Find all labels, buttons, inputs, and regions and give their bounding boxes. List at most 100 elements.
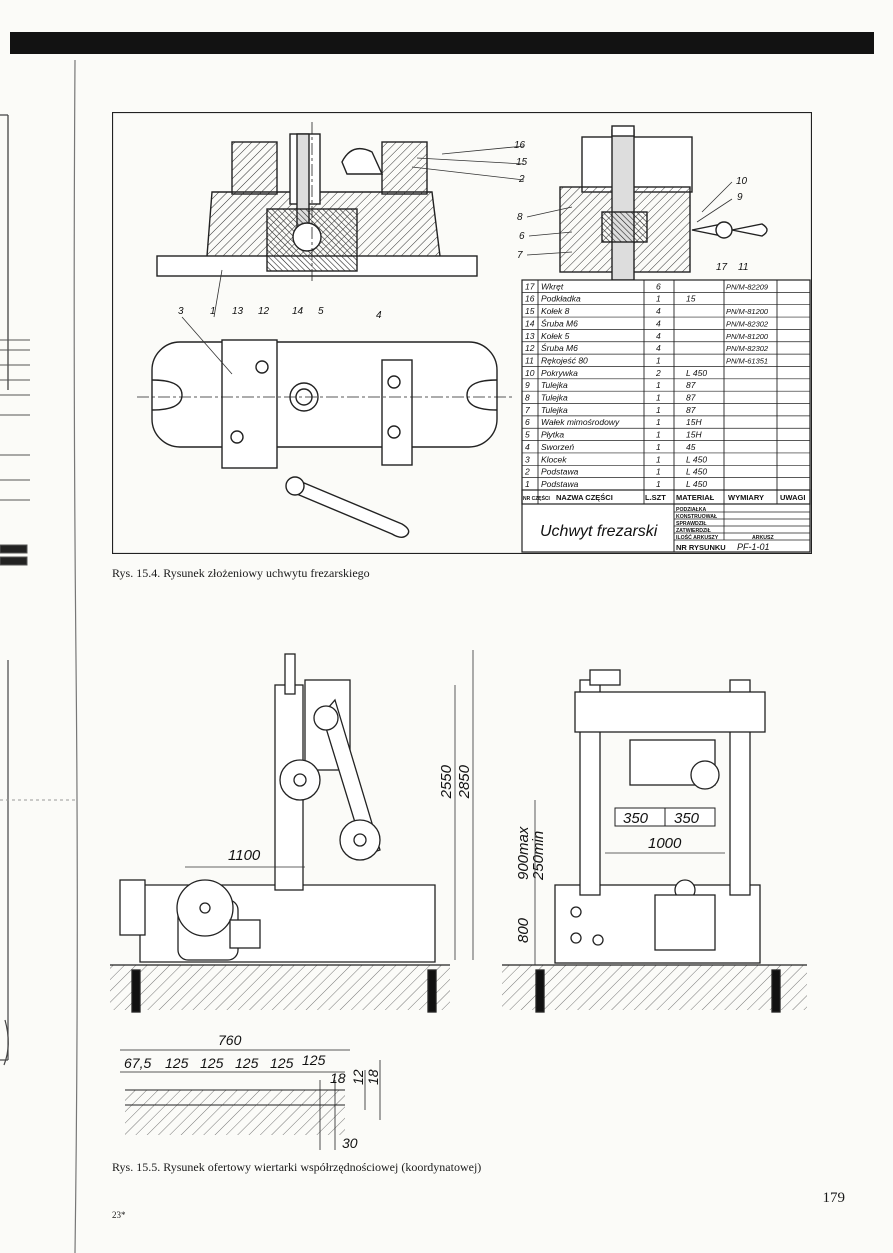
page-signature: 23* <box>112 1210 126 1220</box>
left-dims: 1100 2550 2850 <box>185 650 474 960</box>
cell-no: 14 <box>525 318 535 328</box>
dim-pitch: 125 <box>235 1055 259 1071</box>
tb-title: Uchwyt frezarski <box>540 523 658 540</box>
cell-name: Podstawa <box>541 479 579 489</box>
cell-no: 3 <box>525 454 530 464</box>
front-elevation <box>502 669 807 1013</box>
cell-qty: 1 <box>656 380 661 390</box>
cell-qty: 4 <box>656 343 661 353</box>
cell-name: Pokrywka <box>541 368 578 378</box>
callout: 16 <box>514 140 526 151</box>
cell-no: 9 <box>525 380 530 390</box>
cell-qty: 1 <box>656 355 661 365</box>
dim-pitch: 125 <box>200 1055 224 1071</box>
tb-drawing-no: PF-1-01 <box>737 542 770 552</box>
tb-field: SPRAWDZIŁ <box>676 521 707 527</box>
callout: 9 <box>737 192 743 203</box>
dim-hmin: 250min <box>530 831 547 881</box>
tb-field: ZATWIERDZIŁ <box>676 528 712 534</box>
page-number: 179 <box>822 1190 846 1206</box>
header-dims: WYMIARY <box>728 493 764 502</box>
callout: 15 <box>516 157 528 168</box>
cell-no: 5 <box>525 430 530 440</box>
cell-name: Płytka <box>541 430 564 440</box>
page-top-bar <box>10 32 874 54</box>
cell-dims: PN/M-82209 <box>726 282 769 291</box>
cell-no: 8 <box>525 393 530 403</box>
dim-d2: 350 <box>674 810 700 827</box>
dim-depth1: 12 <box>350 1069 366 1085</box>
dim-height2: 2850 <box>456 764 473 799</box>
table-row: 17 Wkręt 6 PN/M-82209 <box>522 281 810 293</box>
dim-width-right: 1000 <box>648 835 682 852</box>
cell-dims: PN/M-81200 <box>726 332 769 341</box>
cell-name: Wkręt <box>541 281 564 291</box>
cell-name: Wałek mimośrodowy <box>541 417 620 427</box>
right-dims: 350 350 1000 900max 250min 800 <box>515 800 725 965</box>
table-section <box>120 1049 381 1150</box>
cell-qty: 4 <box>656 306 661 316</box>
callout: 3 <box>178 306 184 317</box>
binding-spine <box>0 60 78 1253</box>
callout: 12 <box>258 306 270 317</box>
dim-slot: 18 <box>330 1070 346 1086</box>
callout: 7 <box>517 250 523 261</box>
cell-no: 16 <box>525 294 535 304</box>
cell-dims: PN/M-61351 <box>726 356 768 365</box>
dim-bottom: 30 <box>342 1135 358 1151</box>
header-qty: L.SZT <box>645 493 666 502</box>
cell-material: 15 <box>686 294 696 304</box>
cell-no: 2 <box>524 467 530 477</box>
cell-no: 4 <box>525 442 530 452</box>
cell-no: 15 <box>525 306 535 316</box>
side-section-view <box>559 125 768 281</box>
cell-name: Podstawa <box>541 467 579 477</box>
cell-name: Kołek 8 <box>541 306 570 316</box>
tb-field: PODZIAŁKA <box>676 507 707 513</box>
cell-no: 13 <box>525 331 535 341</box>
plan-view <box>137 339 512 538</box>
callout: 17 <box>716 262 728 273</box>
cell-material: L 450 <box>686 479 707 489</box>
header-name: NAZWA CZĘŚCI <box>556 493 613 502</box>
cell-name: Rękojeść 80 <box>541 355 588 365</box>
callout: 11 <box>738 262 748 273</box>
cell-qty: 4 <box>656 331 661 341</box>
callout: 6 <box>519 231 525 242</box>
cell-qty: 1 <box>656 430 661 440</box>
table-row: 15 Kołek 8 4 PN/M-81200 <box>522 306 810 318</box>
dim-pitch: 125 <box>165 1055 189 1071</box>
cell-no: 1 <box>525 479 530 489</box>
callout: 10 <box>736 176 748 187</box>
callout: 4 <box>376 310 382 321</box>
header-material: MATERIAŁ <box>676 493 715 502</box>
cell-qty: 1 <box>656 442 661 452</box>
cell-dims: PN/M-82302 <box>726 319 769 328</box>
dim-d1: 350 <box>623 810 649 827</box>
cell-no: 17 <box>525 281 535 291</box>
cell-material: 87 <box>686 393 696 403</box>
cell-dims: PN/M-81200 <box>726 307 769 316</box>
cell-name: Sworzeń <box>541 442 574 452</box>
cell-name: Tulejka <box>541 393 568 403</box>
dim-width: 1100 <box>228 847 261 864</box>
cell-qty: 6 <box>656 281 661 291</box>
cell-name: Śruba M6 <box>541 317 578 328</box>
dim-first: 67,5 <box>124 1055 151 1071</box>
cell-material: L 450 <box>686 368 707 378</box>
cell-qty: 1 <box>656 405 661 415</box>
cell-qty: 4 <box>656 318 661 328</box>
cell-material: 87 <box>686 380 696 390</box>
cell-no: 10 <box>525 368 535 378</box>
table-dims: 760 67,5 125 125 125 125 125 18 12 18 30 <box>124 1032 381 1151</box>
